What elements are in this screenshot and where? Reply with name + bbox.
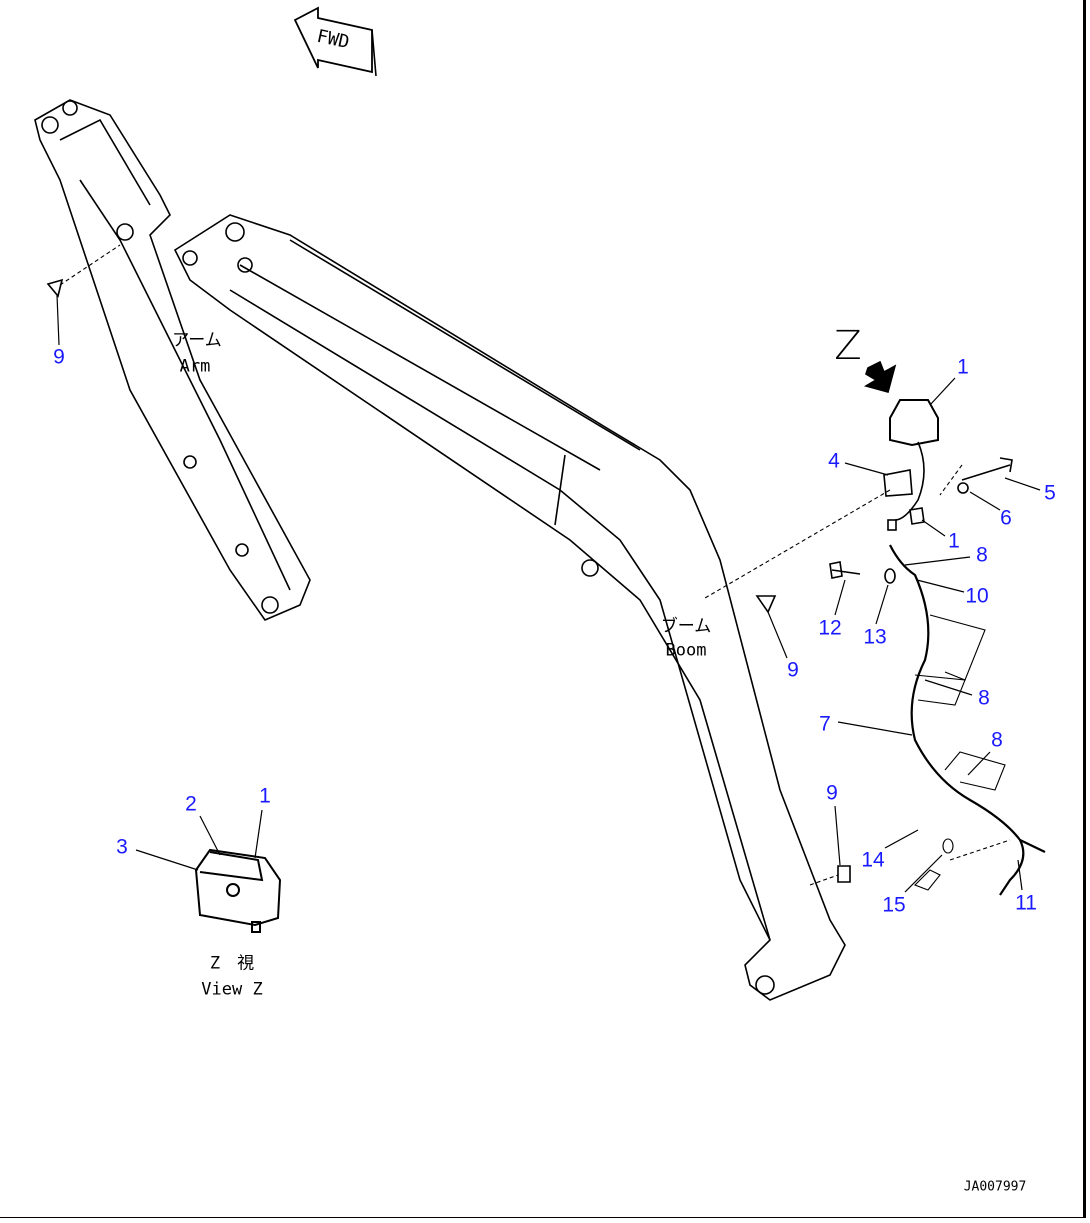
callout: 9	[787, 658, 799, 682]
callout: 8	[976, 543, 988, 567]
callout: 5	[1044, 481, 1056, 505]
view-label-jp: Z 視	[209, 953, 255, 974]
callout: 10	[965, 584, 989, 608]
drawing-code: JA007997	[963, 1179, 1027, 1195]
callout: 11	[1015, 891, 1037, 915]
arm-label-jp: アーム	[172, 330, 222, 351]
callout: 4	[828, 449, 840, 473]
clamp-drawing	[914, 614, 1006, 891]
callout: 1	[259, 784, 271, 808]
arm-label-en: Arm	[179, 356, 211, 377]
callout: 1	[948, 529, 960, 553]
callout: 8	[978, 686, 990, 710]
callout: 13	[863, 625, 887, 649]
work-lamp-drawing	[829, 399, 1013, 584]
wiring-harness-drawing	[889, 544, 1046, 896]
callout: 9	[826, 781, 838, 805]
boom-drawing	[173, 214, 851, 1001]
callout: 1	[957, 355, 969, 379]
callout: 3	[116, 835, 128, 859]
boom-label-en: Boom	[665, 640, 707, 661]
leader-dashes	[59, 244, 1011, 886]
callout: 2	[185, 792, 197, 816]
fwd-arrow-icon	[293, 6, 377, 77]
arm-drawing	[34, 99, 311, 621]
view-label-en: View Z	[201, 979, 263, 1000]
callout: 7	[819, 712, 831, 736]
boom-label-jp: ブーム	[660, 616, 712, 637]
view-marker-z: Z	[834, 323, 862, 369]
callout: 9	[53, 345, 65, 369]
callout-leaders	[56, 294, 1041, 893]
callout: 8	[991, 728, 1003, 752]
callout: 6	[1000, 506, 1012, 530]
callout: 14	[861, 848, 885, 872]
view-z-arrow-icon	[863, 360, 897, 393]
callout: 15	[882, 893, 906, 917]
view-z-lamp-drawing	[194, 848, 282, 933]
callout: 12	[818, 616, 842, 640]
